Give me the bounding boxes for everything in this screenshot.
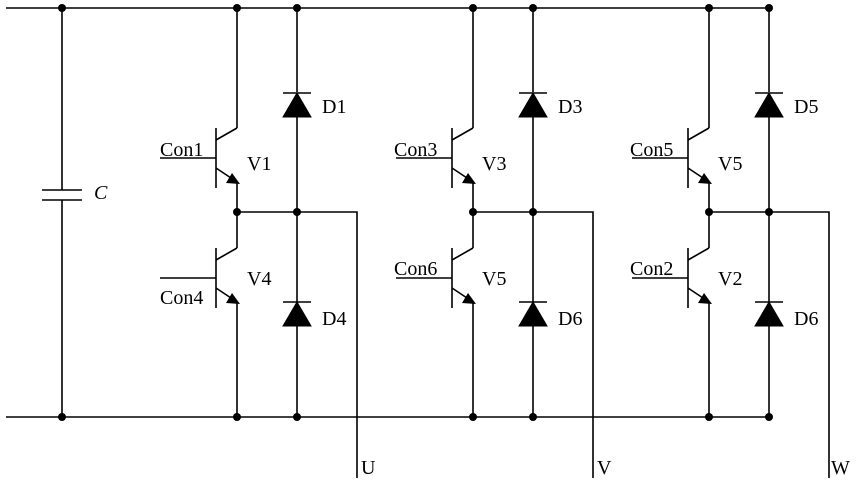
lower-diode	[754, 301, 784, 327]
lower-diode-label: D6	[794, 308, 818, 330]
leg-3: Con5 V5 Con2 V2 D5 D6 W	[630, 4, 850, 479]
capacitor-label: C	[94, 182, 108, 204]
lower-transistor: Con4 V4	[160, 212, 271, 417]
upper-transistor: Con3 V3	[394, 8, 506, 212]
diode-column: D3 D6	[518, 8, 582, 417]
lower-diode	[518, 301, 548, 327]
output-label: U	[361, 457, 376, 479]
upper-diode	[518, 92, 548, 118]
output-wire	[237, 211, 358, 478]
lower-diode-label: D4	[322, 308, 346, 330]
upper-transistor: Con1 V1	[160, 8, 271, 212]
output-wire	[473, 211, 594, 478]
upper-diode	[754, 92, 784, 118]
output-label: V	[597, 457, 612, 479]
upper-diode	[282, 92, 312, 118]
diode-column: D1 D4	[282, 8, 346, 417]
output-wire	[709, 211, 830, 478]
output-label: W	[831, 457, 850, 479]
transistor-label: V5	[718, 153, 742, 175]
upper-diode-label: D3	[558, 96, 582, 118]
lower-transistor: Con2 V2	[630, 212, 742, 417]
capacitor: C	[42, 8, 108, 417]
transistor-label: V4	[247, 268, 271, 290]
junction-dot	[58, 4, 66, 12]
transistor-label: V3	[482, 153, 506, 175]
transistor-label: V1	[247, 153, 271, 175]
lower-transistor: Con6 V5	[394, 212, 506, 417]
control-label: Con3	[394, 139, 437, 161]
upper-transistor: Con5 V5	[630, 8, 742, 212]
control-label: Con2	[630, 258, 673, 280]
leg-2: Con3 V3 Con6 V5 D3 D6 V	[394, 4, 612, 479]
leg-1: Con1 V1 Con4 V4 D1 D4 U	[160, 4, 376, 479]
control-label: Con6	[394, 258, 437, 280]
control-label: Con1	[160, 139, 203, 161]
junction-dot	[58, 413, 66, 421]
control-label: Con4	[160, 287, 203, 309]
transistor-label: V5	[482, 268, 506, 290]
lower-diode-label: D6	[558, 308, 582, 330]
lower-diode	[282, 301, 312, 327]
diode-column: D5 D6	[754, 8, 818, 417]
upper-diode-label: D5	[794, 96, 818, 118]
control-label: Con5	[630, 139, 673, 161]
upper-diode-label: D1	[322, 96, 346, 118]
transistor-label: V2	[718, 268, 742, 290]
